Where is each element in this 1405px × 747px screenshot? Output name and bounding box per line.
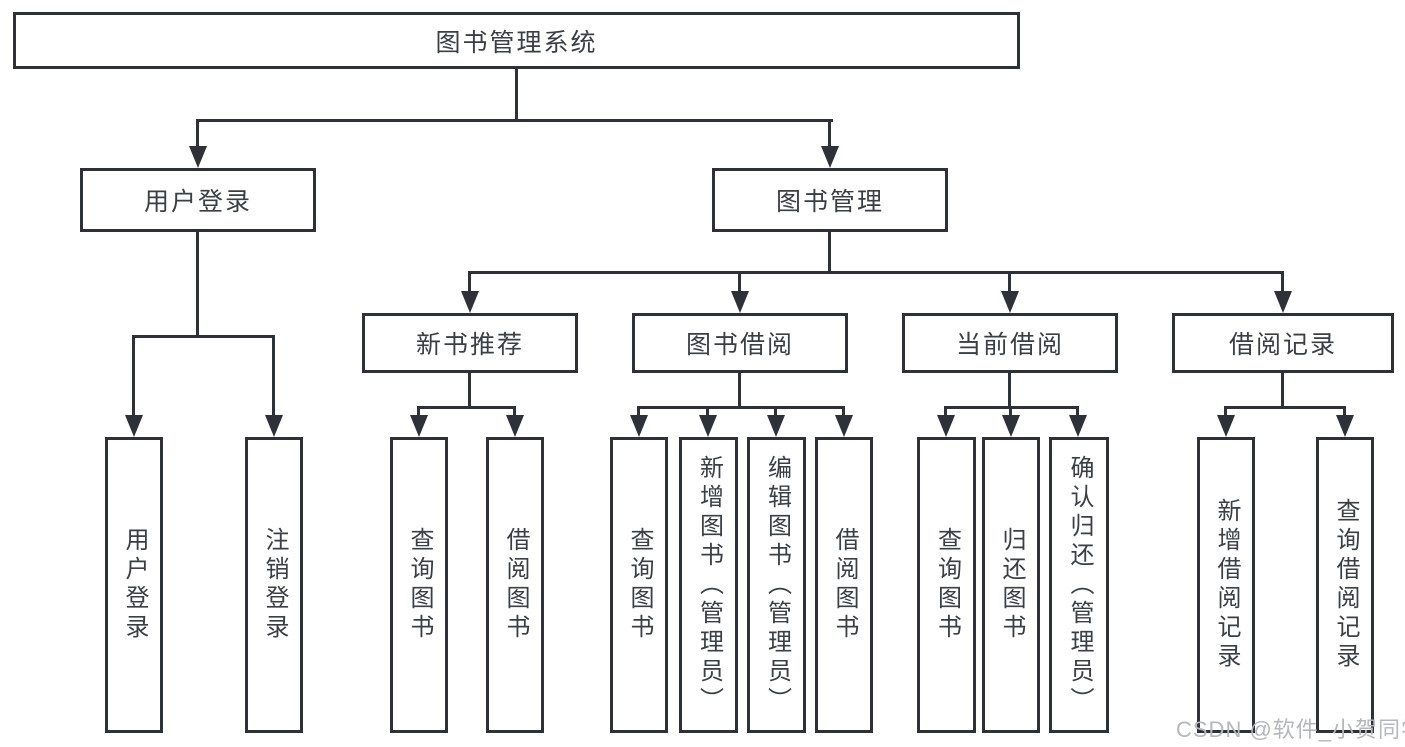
- connector-root-stub-left: [196, 119, 199, 146]
- node-root: 图书管理系统: [13, 12, 1020, 69]
- arrow-down-icon: [1002, 415, 1020, 437]
- node-user-login: 用户登录: [80, 168, 316, 232]
- connector-bb-stem: [738, 373, 741, 406]
- arrow-down-icon: [821, 146, 839, 168]
- connector-book-mgmt-stub-3: [1008, 271, 1011, 291]
- node-leaf-nb-query-books-label: 查询图书: [406, 527, 433, 643]
- node-leaf-logout-label: 注销登录: [261, 527, 288, 643]
- node-leaf-nb-borrow-books: 借阅图书: [486, 437, 544, 733]
- arrow-down-icon: [630, 415, 648, 437]
- connector-user-login-stub-2: [272, 335, 275, 415]
- node-book-borrowing: 图书借阅: [632, 313, 848, 373]
- arrow-down-icon: [699, 415, 717, 437]
- connector-cb-stub-1: [944, 406, 947, 415]
- arrow-down-icon: [506, 415, 524, 437]
- connector-user-login-stub-1: [132, 335, 135, 415]
- connector-br-stem: [1281, 373, 1284, 406]
- arrow-down-icon: [189, 146, 207, 168]
- node-borrowing-records: 借阅记录: [1172, 313, 1394, 373]
- arrow-down-icon: [265, 415, 283, 437]
- node-book-management: 图书管理: [712, 168, 948, 232]
- node-borrowing-records-label: 借阅记录: [1228, 331, 1337, 359]
- arrow-down-icon: [1217, 415, 1235, 437]
- connector-user-login-bus: [132, 335, 275, 338]
- connector-nb-stem: [468, 373, 471, 406]
- node-leaf-bb-edit-books-admin: 编辑图书（管理员）: [747, 437, 806, 733]
- connector-bb-stub-4: [842, 406, 845, 415]
- arrow-down-icon: [937, 415, 955, 437]
- arrow-down-icon: [410, 415, 428, 437]
- node-leaf-br-query-record: 查询借阅记录: [1316, 437, 1374, 733]
- node-current-borrowing-label: 当前借阅: [955, 331, 1064, 359]
- node-root-label: 图书管理系统: [435, 28, 598, 57]
- node-leaf-bb-edit-books-admin-label: 编辑图书（管理员）: [763, 454, 791, 716]
- connector-cb-stem: [1008, 373, 1011, 406]
- node-leaf-bb-query-books: 查询图书: [610, 437, 668, 733]
- node-leaf-logout: 注销登录: [245, 437, 303, 733]
- node-leaf-user-login: 用户登录: [105, 437, 163, 733]
- connector-book-mgmt-stem: [828, 232, 831, 271]
- node-leaf-cb-confirm-return-admin: 确认归还（管理员）: [1049, 437, 1109, 733]
- node-leaf-cb-return-books-label: 归还图书: [998, 527, 1025, 643]
- connector-root-stub-right: [828, 119, 831, 146]
- arrow-down-icon: [125, 415, 143, 437]
- node-leaf-bb-borrow-books: 借阅图书: [815, 437, 873, 733]
- node-leaf-br-add-record: 新增借阅记录: [1197, 437, 1255, 733]
- node-leaf-cb-confirm-return-admin-label: 确认归还（管理员）: [1066, 454, 1093, 716]
- arrow-down-icon: [1336, 415, 1354, 437]
- connector-book-mgmt-stub-1: [468, 271, 471, 291]
- node-leaf-cb-query-books: 查询图书: [917, 437, 976, 733]
- connector-book-mgmt-bus: [468, 271, 1284, 274]
- arrow-down-icon: [461, 291, 479, 313]
- node-leaf-bb-borrow-books-label: 借阅图书: [831, 527, 858, 643]
- node-book-borrowing-label: 图书借阅: [685, 331, 794, 359]
- arrow-down-icon: [767, 415, 785, 437]
- connector-cb-stub-2: [1009, 406, 1012, 415]
- connector-book-mgmt-stub-4: [1281, 271, 1284, 291]
- node-current-borrowing: 当前借阅: [902, 313, 1118, 373]
- connector-bb-stub-1: [637, 406, 640, 415]
- connector-bb-bus: [637, 406, 845, 409]
- node-leaf-br-query-record-label: 查询借阅记录: [1332, 498, 1359, 672]
- connector-br-bus: [1224, 406, 1346, 409]
- connector-user-login-stem: [196, 232, 199, 335]
- watermark: CSDN @软件_小贺同学: [1176, 717, 1405, 742]
- connector-root-stem: [515, 69, 518, 119]
- connector-br-stub-2: [1343, 406, 1346, 415]
- arrow-down-icon: [1001, 291, 1019, 313]
- node-leaf-nb-borrow-books-label: 借阅图书: [502, 527, 529, 643]
- connector-nb-stub-1: [417, 406, 420, 415]
- node-leaf-cb-return-books: 归还图书: [982, 437, 1040, 733]
- node-leaf-cb-query-books-label: 查询图书: [933, 527, 961, 643]
- node-leaf-nb-query-books: 查询图书: [390, 437, 448, 733]
- connector-br-stub-1: [1224, 406, 1227, 415]
- node-leaf-br-add-record-label: 新增借阅记录: [1213, 498, 1240, 672]
- node-leaf-user-login-label: 用户登录: [121, 527, 148, 643]
- arrow-down-icon: [1069, 415, 1087, 437]
- node-new-book-recommend-label: 新书推荐: [415, 331, 524, 359]
- connector-cb-stub-3: [1076, 406, 1079, 415]
- connector-bb-stub-2: [706, 406, 709, 415]
- connector-root-bus: [196, 119, 833, 122]
- connector-nb-stub-2: [513, 406, 516, 415]
- arrow-down-icon: [1274, 291, 1292, 313]
- arrow-down-icon: [731, 291, 749, 313]
- node-leaf-bb-query-books-label: 查询图书: [626, 527, 653, 643]
- connector-bb-stub-3: [774, 406, 777, 415]
- node-book-management-label: 图书管理: [775, 188, 884, 216]
- node-leaf-bb-add-books-admin-label: 新增图书（管理员）: [695, 454, 723, 716]
- arrow-down-icon: [835, 415, 853, 437]
- node-user-login-label: 用户登录: [143, 188, 252, 216]
- node-new-book-recommend: 新书推荐: [362, 313, 578, 373]
- connector-nb-bus: [417, 406, 516, 409]
- connector-book-mgmt-stub-2: [738, 271, 741, 291]
- node-leaf-bb-add-books-admin: 新增图书（管理员）: [679, 437, 738, 733]
